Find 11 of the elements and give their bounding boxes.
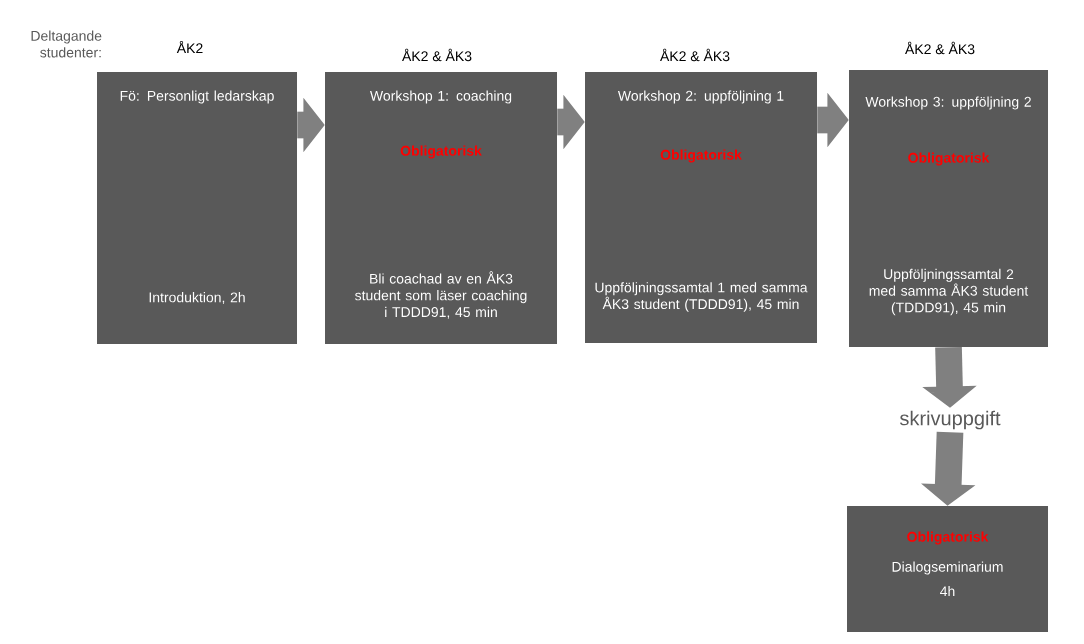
process-box: Obligatorisk Dialogseminarium 4h <box>847 506 1048 632</box>
process-box: Workshop 2: uppföljning 1 Obligatorisk Uppföljningssamtal 1 med samma ÅK3 student (TDDD91), 45 min <box>585 72 817 343</box>
step-label: skrivuppgift <box>900 410 1001 430</box>
process-box: Workshop 3: uppföljning 2 Obligatorisk Uppföljningssamtal 2 med samma ÅK3 student (TDDD91), 45 min <box>849 70 1048 347</box>
column-heading: ÅK2 & ÅK3 <box>905 41 975 55</box>
column-heading: ÅK2 & ÅK3 <box>402 48 472 62</box>
column-heading: ÅK2 & ÅK3 <box>660 48 730 62</box>
process-box: Fö: Personligt ledarskap Introduktion, 2h <box>97 72 297 344</box>
column-heading: ÅK2 <box>176 40 203 54</box>
process-box: Workshop 1: coaching Obligatorisk Bli coachad av en ÅK3 student som läser coaching i TDDD91, 45 min <box>325 72 557 344</box>
row-label: Deltagande studenter: <box>31 30 102 58</box>
